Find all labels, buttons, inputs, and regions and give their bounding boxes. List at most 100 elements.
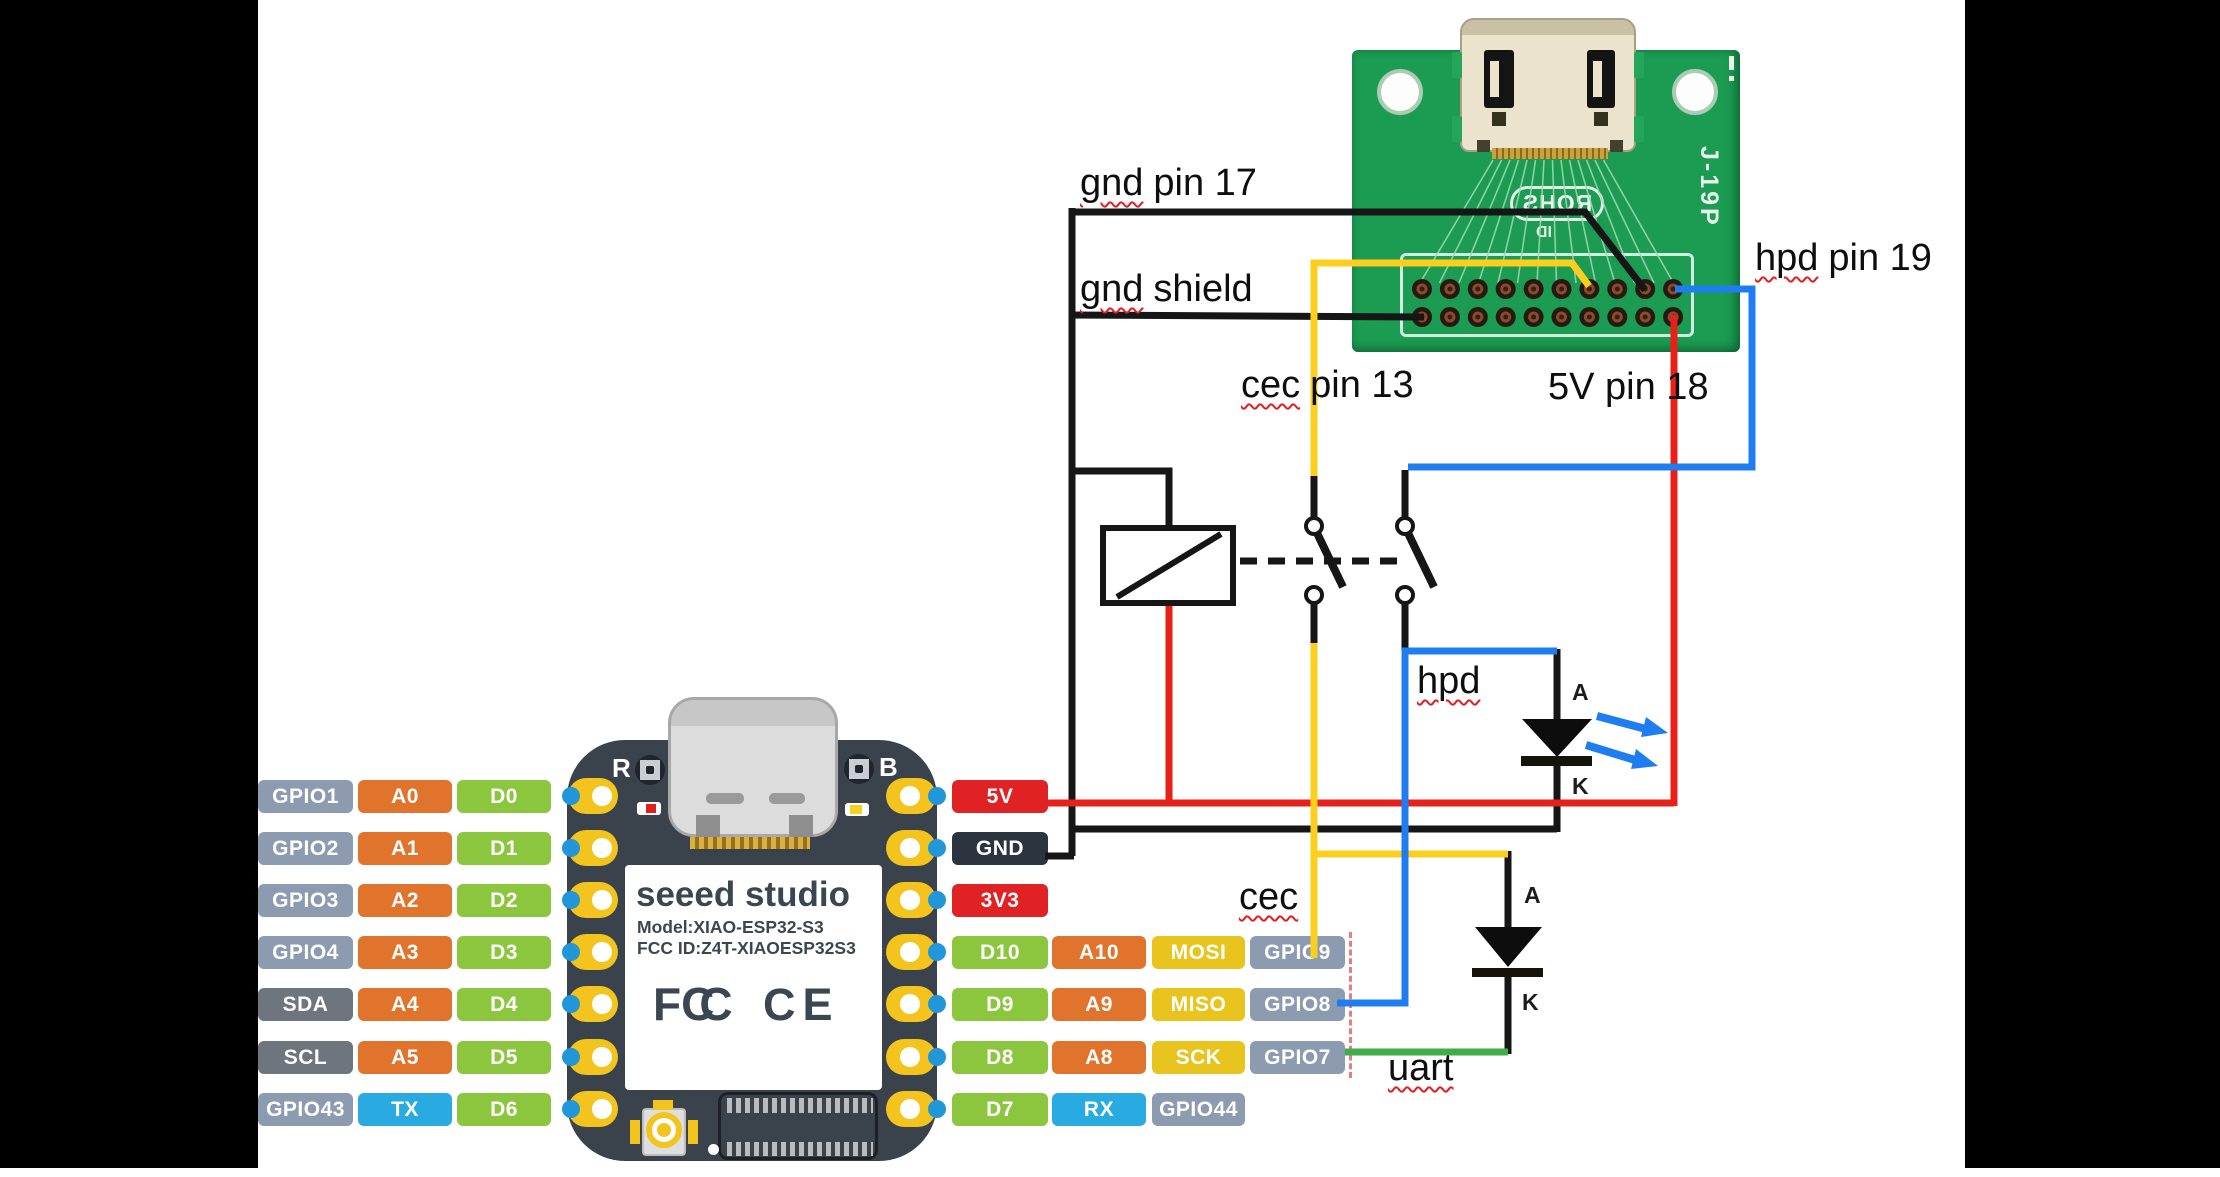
rohs-silkscreen: ROHS [1510,186,1604,221]
relay-switch-1 [1304,516,1347,605]
pin-label-gpio1: GPIO1 [258,780,353,813]
usb-slot [769,793,805,804]
hdmi-connector [1460,18,1636,159]
pin-label-a10: A10 [1052,936,1146,969]
relay-switch-2 [1395,516,1438,605]
id-silkscreen: ID [1536,224,1552,241]
reset-button [635,755,665,785]
pin-label-sda: SDA [258,988,353,1021]
pad-dot [562,787,580,805]
hpd-led-anode-label: A [1572,679,1589,705]
pin-label-gpio8: GPIO8 [1250,988,1345,1021]
pin-label-gpio3: GPIO3 [258,884,353,917]
cec-diode-cathode-label: K [1522,989,1539,1015]
usb-slot [706,793,744,804]
pin-label-gpio7: GPIO7 [1250,1041,1345,1074]
connector-foot [1492,112,1506,126]
pad-dot [562,995,580,1013]
pin-label-d10: D10 [952,936,1048,969]
relay-coil-top-wire [1069,467,1173,530]
boot-button [844,754,874,784]
pad-dot [562,1048,580,1066]
pad-dot [928,995,946,1013]
b2b-pins [727,1098,873,1113]
left-letterbox-bar [0,0,258,1168]
pin-label-gpio9: GPIO9 [1250,936,1345,969]
pin-label-a0: A0 [358,780,452,813]
hpd-gpio8-wire [1337,649,1409,1007]
pin-label-3v3: 3V3 [952,884,1048,917]
pcb-tab [1452,116,1462,142]
pcb-tab [1634,116,1644,142]
pin-label-rx: RX [1052,1093,1146,1126]
xiao-label-card: seeed studio Model:XIAO-ESP32-S3 FCC ID:… [625,865,882,1090]
pin-label-gpio43: GPIO43 [258,1093,353,1126]
pin-label-d8: D8 [952,1041,1048,1074]
pin-label-miso: MISO [1152,988,1245,1021]
pin-label-a8: A8 [1052,1041,1146,1074]
antenna-tab [630,1120,640,1144]
antenna-tab [688,1120,698,1144]
pcb-mark [1729,56,1734,70]
pin-label-5v: 5V [952,780,1048,813]
hpd-led-cathode-label: K [1572,773,1589,799]
usb-tab [789,815,813,837]
pad-dot [562,891,580,909]
usb-tab [696,815,720,837]
pcb-tab [1634,52,1644,78]
usb-c-connector [668,697,838,837]
pin-label-d5: D5 [457,1041,551,1074]
hpd-led-symbol [1521,719,1592,766]
label-uart: uart [1388,1047,1454,1089]
user-led-yellow [845,803,869,816]
pin-label-gpio44: GPIO44 [1152,1093,1245,1126]
model-text: Model:XIAO-ESP32-S3 [637,917,824,937]
pin-label-d0: D0 [457,780,551,813]
seeed-studio-logo: seeed studio [636,875,850,914]
power-led-red [637,802,661,815]
label-5v-pin-18: 5V pin 18 [1548,366,1709,408]
pin-label-tx: TX [358,1093,452,1126]
pin-label-d6: D6 [457,1093,551,1126]
pad-dot [928,1048,946,1066]
pad-dot [928,1100,946,1118]
pin-label-gpio2: GPIO2 [258,832,353,865]
antenna-pin [657,1123,671,1137]
ce-logo: CE [763,979,840,1030]
b2b-connector [718,1092,878,1160]
hdmi-connector-slot [1587,50,1615,108]
pin-label-a2: A2 [358,884,452,917]
label-cec: cec [1239,876,1299,918]
cec-diode-symbol [1472,927,1543,977]
cec-diode-anode-label: A [1524,882,1541,908]
pinout-divider-dashed [1349,932,1352,1078]
connector-foot [1610,140,1623,152]
pin-label-a4: A4 [358,988,452,1021]
board-id-silkscreen: J-19P [1695,146,1723,228]
mounting-hole-right [1672,69,1718,115]
connector-contact-teeth [1492,148,1608,159]
fcc-logo: FCC [653,978,733,1030]
right-letterbox-bar [1965,0,2220,1168]
pad-dot [562,839,580,857]
fcc-id-text: FCC ID:Z4T-XIAOESP32S3 [637,938,856,958]
pin-label-a9: A9 [1052,988,1146,1021]
connector-foot [1594,112,1608,126]
boot-button-label: B [879,752,898,782]
pin-label-d7: D7 [952,1093,1048,1126]
pad-dot [928,787,946,805]
pad-dot [928,839,946,857]
b2b-pins [727,1142,873,1156]
pad-dot [928,943,946,961]
pad-dot [562,943,580,961]
mounting-hole-left [1377,69,1423,115]
led-light-arrows [1584,712,1668,769]
pin-label-d3: D3 [457,936,551,969]
pin-label-a1: A1 [358,832,452,865]
pin-label-d4: D4 [457,988,551,1021]
usb-pins [690,837,810,849]
